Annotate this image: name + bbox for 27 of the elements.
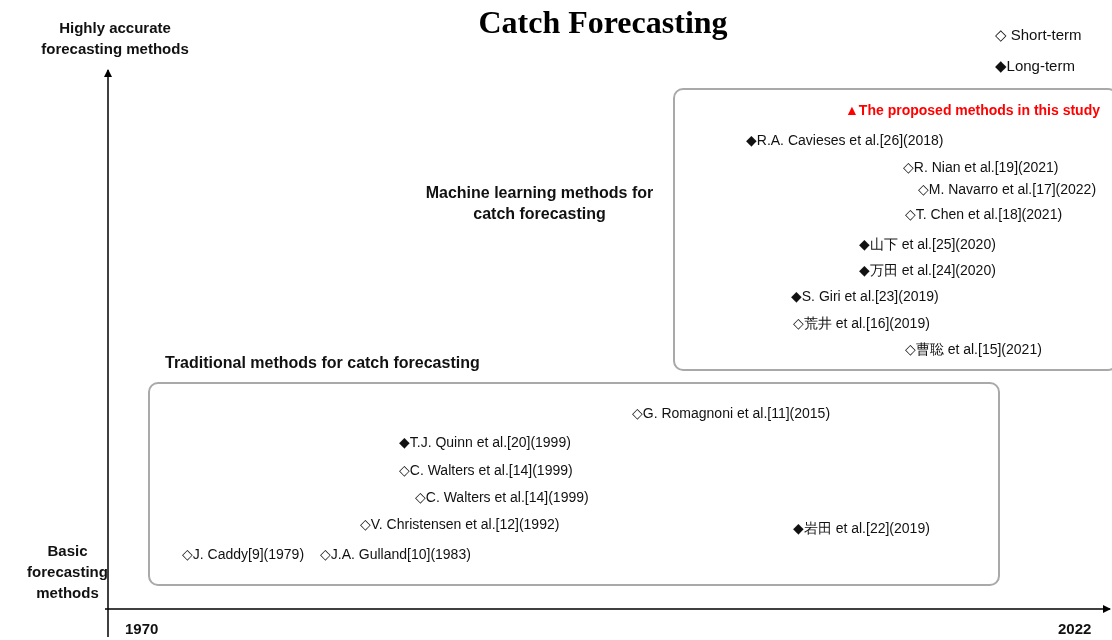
reference-entry: ◆R.A. Cavieses et al.[26](2018): [746, 131, 944, 149]
reference-entry: ◇J. Caddy[9](1979): [182, 545, 305, 563]
reference-entry: ◇J.A. Gulland[10](1983): [320, 545, 471, 563]
reference-entry: ◇C. Walters et al.[14](1999): [399, 461, 573, 479]
reference-entry: ◇C. Walters et al.[14](1999): [415, 488, 589, 506]
reference-entry: ◆岩田 et al.[22](2019): [793, 519, 930, 537]
reference-entry: ◇M. Navarro et al.[17](2022): [918, 180, 1097, 198]
reference-entry: ◇曹聡 et al.[15](2021): [905, 340, 1042, 358]
reference-entry: ◇G. Romagnoni et al.[11](2015): [632, 404, 831, 422]
legend-entry: ◆Long-term: [995, 57, 1075, 75]
reference-entry: ◆T.J. Quinn et al.[20](1999): [399, 433, 571, 451]
group-heading: Machine learning methods for catch forecasting: [424, 183, 655, 224]
axis-label: Highly accurate forecasting methods: [40, 18, 190, 59]
title: Catch Forecasting: [477, 4, 729, 41]
note-text: ▲The proposed methods in this study: [845, 102, 1100, 118]
reference-entry: ◇荒井 et al.[16](2019): [793, 314, 930, 332]
legend-entry: ◇ Short-term: [995, 26, 1082, 44]
axis-label: Basic forecasting methods: [26, 541, 109, 603]
axis-label: 1970: [125, 619, 160, 639]
reference-entry: ◆万田 et al.[24](2020): [859, 261, 996, 279]
reference-entry: ◇V. Christensen et al.[12](1992): [360, 515, 560, 533]
reference-entry: ◇R. Nian et al.[19](2021): [903, 158, 1059, 176]
axis-label: 2022: [1058, 619, 1093, 639]
group-heading: Traditional methods for catch forecasting: [165, 353, 480, 373]
reference-entry: ◇T. Chen et al.[18](2021): [905, 205, 1063, 223]
reference-entry: ◆山下 et al.[25](2020): [859, 235, 996, 253]
reference-entry: ◆S. Giri et al.[23](2019): [791, 287, 939, 305]
